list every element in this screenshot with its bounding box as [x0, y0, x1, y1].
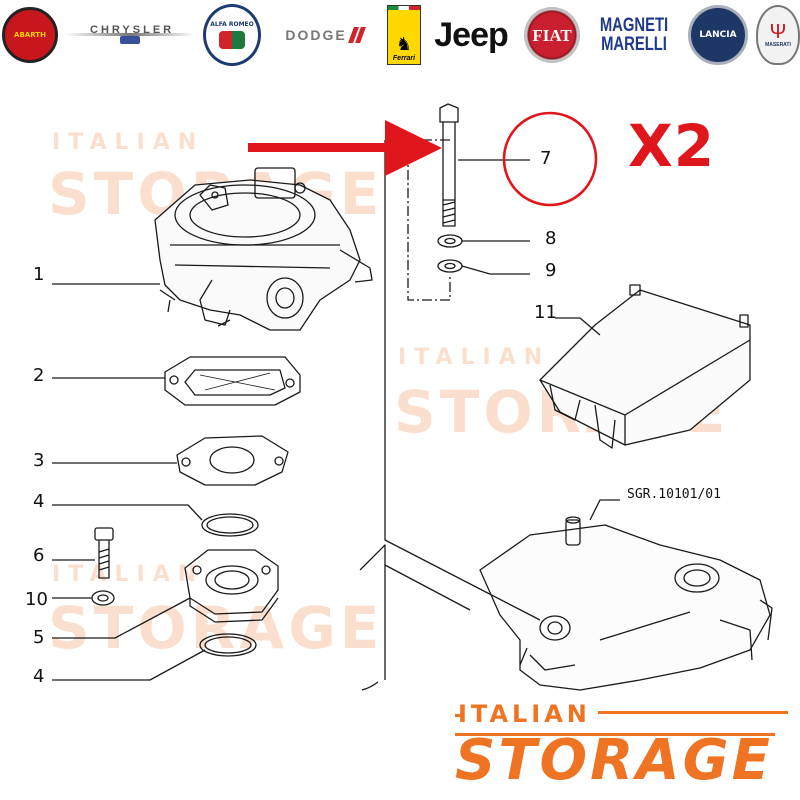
highlight-circle — [502, 111, 598, 207]
storage-logo-storage: STORAGE — [455, 728, 773, 793]
callout-1: 1 — [33, 264, 45, 285]
lancia-logo: LANCIA — [687, 4, 749, 66]
leader-line-4b — [52, 649, 206, 681]
flange-part — [184, 549, 279, 623]
alfa-romeo-logo: ALFA ROMEO — [203, 4, 261, 66]
o-ring-part-lower — [199, 633, 257, 657]
quantity-label: X2 — [628, 112, 716, 180]
assembly-connector-line — [384, 140, 541, 621]
intake-manifold-part — [479, 516, 773, 691]
callout-4-upper: 4 — [33, 491, 45, 512]
trident-icon: Ψ — [769, 21, 787, 43]
watermark-italian-1: ITALIAN — [52, 130, 205, 155]
callout-5: 5 — [33, 627, 45, 648]
washer-part — [91, 590, 115, 606]
leader-line-4a — [52, 504, 203, 521]
callout-10: 10 — [25, 589, 48, 610]
abarth-logo: ABARTH — [2, 4, 58, 66]
throttle-body-part — [154, 167, 373, 331]
prancing-horse-icon: ♞ — [395, 34, 413, 54]
callout-8: 8 — [545, 228, 557, 249]
bolt-part — [439, 103, 459, 227]
maserati-logo: Ψ MASERATI — [756, 4, 800, 66]
screw-part — [94, 527, 114, 579]
brand-logo-bar: ABARTH CHRYSLER ALFA ROMEO DODGE ♞ Fe — [0, 0, 800, 70]
gasket-part — [164, 356, 301, 406]
o-ring-part-upper — [201, 513, 259, 537]
leader-line-11 — [555, 317, 601, 336]
callout-7: 7 — [540, 148, 552, 169]
magneti-marelli-logo: MAGNETI MARELLI — [599, 15, 669, 55]
red-arrow-icon — [248, 120, 442, 176]
callout-3: 3 — [33, 450, 45, 471]
reference-code: SGR.10101/01 — [627, 487, 721, 502]
watermark-italian-2: ITALIAN — [398, 345, 551, 370]
watermark-rule-lines — [455, 711, 788, 736]
leader-line-ref — [589, 499, 620, 521]
ferrari-logo: ♞ Ferrari — [386, 4, 422, 66]
assembly-dashed-line — [407, 139, 451, 301]
leader-line-9 — [461, 265, 530, 275]
jeep-logo: Jeep — [434, 15, 508, 54]
storage-logo-italian: ITALIAN — [458, 700, 591, 728]
fiat-logo: FIAT — [522, 4, 582, 66]
callout-11: 11 — [534, 302, 557, 323]
flat-washer-part — [437, 234, 463, 248]
dodge-logo: DODGE — [270, 4, 378, 66]
callout-2: 2 — [33, 365, 45, 386]
assembly-curve-line — [359, 544, 386, 680]
callout-9: 9 — [545, 260, 557, 281]
spring-washer-part — [437, 259, 463, 273]
chrysler-logo: CHRYSLER — [64, 4, 196, 66]
callout-6: 6 — [33, 545, 45, 566]
callout-4-lower: 4 — [33, 666, 45, 687]
leader-line-5 — [52, 597, 191, 639]
watermark-italian-3: ITALIAN — [52, 562, 205, 587]
control-unit-part — [539, 284, 751, 449]
spacer-plate-part — [176, 435, 289, 486]
